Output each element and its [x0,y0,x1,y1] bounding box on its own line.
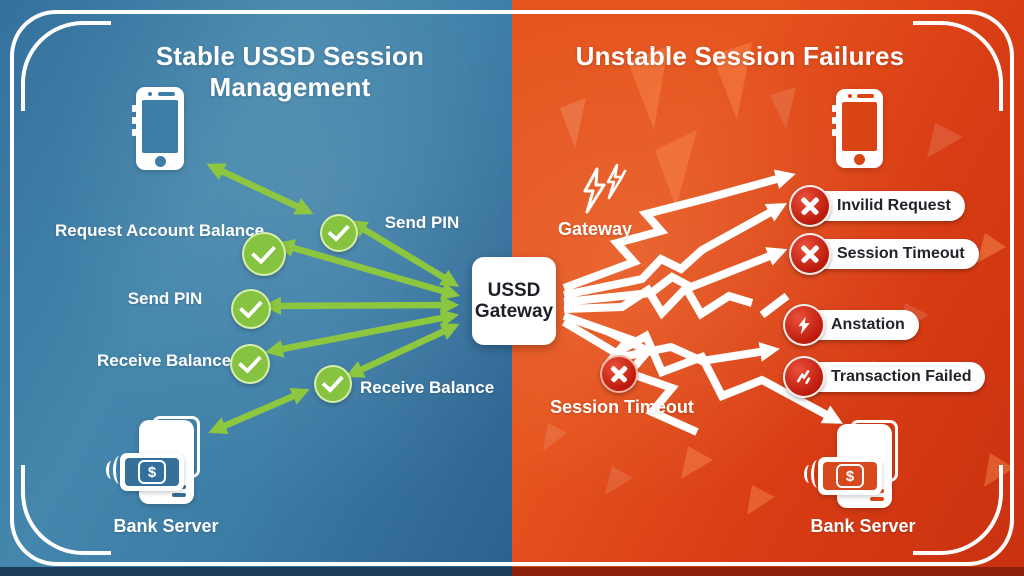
phone-side-button [132,117,136,124]
motion-arc [804,465,815,483]
check-icon [231,289,271,329]
unstable-panel-title: Unstable Session Failures [575,41,905,71]
failure-badge-transaction-failed: Transaction Failed [783,356,986,398]
bank-card: $ [120,453,184,491]
bank-server-icon: $ [106,414,208,510]
bank-server-icon: $ [804,418,906,514]
failure-badge-anstation: Anstation [783,304,919,346]
x-circle-icon [789,233,831,275]
bank-card: $ [818,457,882,495]
zigzag-line [607,328,699,436]
ussd-gateway-line1: USSD [487,279,541,301]
ussd-gateway-line2: Gateway [474,301,554,322]
gateway-label: Gateway [557,219,633,239]
phone-speaker-dash [158,92,175,96]
bank-card-screen: $ [125,458,179,486]
zigzag-arrow [561,318,844,424]
failure-badge-session-timeout: Session Timeout [789,233,979,275]
zigzag-arrows [561,169,844,436]
smartphone-icon [832,89,883,168]
check-icon [230,344,270,384]
green-arrows [206,163,460,435]
zigzag-arrow [563,203,788,299]
failure-badge-invalid-request: Invilid Request [789,185,965,227]
phone-side-button [132,129,136,136]
green-arrow [208,387,310,435]
zigzag-line [563,281,754,320]
phone-camera-dot [848,94,852,98]
smartphone-icon [132,87,184,170]
phone-side-button [832,129,836,136]
green-arrow [276,239,460,300]
label-send-pin-upper: Send PIN [384,213,460,232]
failure-badge-label: Transaction Failed [802,362,986,392]
bottom-strip-left [0,567,512,576]
confetti-triangles [543,42,1014,515]
failure-badge-label: Session Timeout [808,239,979,269]
phone-camera-dot [148,92,152,96]
check-icon [242,232,286,276]
bottom-strip-right [512,567,1024,576]
check-icon [314,365,352,403]
phone-side-button [832,117,836,124]
dollar-icon: $ [836,464,864,488]
x-circle-icon [600,355,638,393]
motion-arc [106,461,117,479]
phone-screen [142,100,178,153]
x-circle-icon [789,185,831,227]
session-timeout-callout: Session Timeout [550,397,694,417]
ussd-gateway-box: USSD Gateway [472,257,556,345]
stable-panel-title: Stable USSD Session Management [155,41,425,102]
broken-bolt-circle-icon [783,356,825,398]
phone-speaker-dash [857,94,874,98]
label-request-account-balance: Request Account Balance [55,221,265,240]
bank-server-label: Bank Server [810,516,916,536]
phone-home-button [154,156,166,167]
green-arrow [206,163,314,215]
label-send-pin-lower: Send PIN [127,289,203,308]
lightning-bolts-icon [583,163,627,214]
label-receive-balance-upper: Receive Balance [97,351,232,370]
green-arrow [262,295,460,316]
phone-home-button [854,154,865,165]
zigzag-arrow [563,247,788,306]
bolt-circle-icon [783,304,825,346]
bank-server-label: Bank Server [113,516,219,536]
phone-side-button [832,105,836,112]
green-arrow [264,309,460,358]
green-arrow [345,323,460,378]
zigzag-slash [759,292,790,319]
phone-side-button [132,105,136,112]
dollar-icon: $ [138,460,166,484]
failure-badge-label: Invilid Request [808,191,965,221]
zigzag-arrow [562,169,796,292]
terminal-slot [172,493,186,497]
terminal-slot [870,497,884,501]
label-receive-balance-lower: Receive Balance [360,378,495,397]
failure-badge-label: Anstation [802,310,919,340]
phone-screen [842,102,877,151]
bank-card-screen: $ [823,462,877,490]
check-icon [320,214,358,252]
